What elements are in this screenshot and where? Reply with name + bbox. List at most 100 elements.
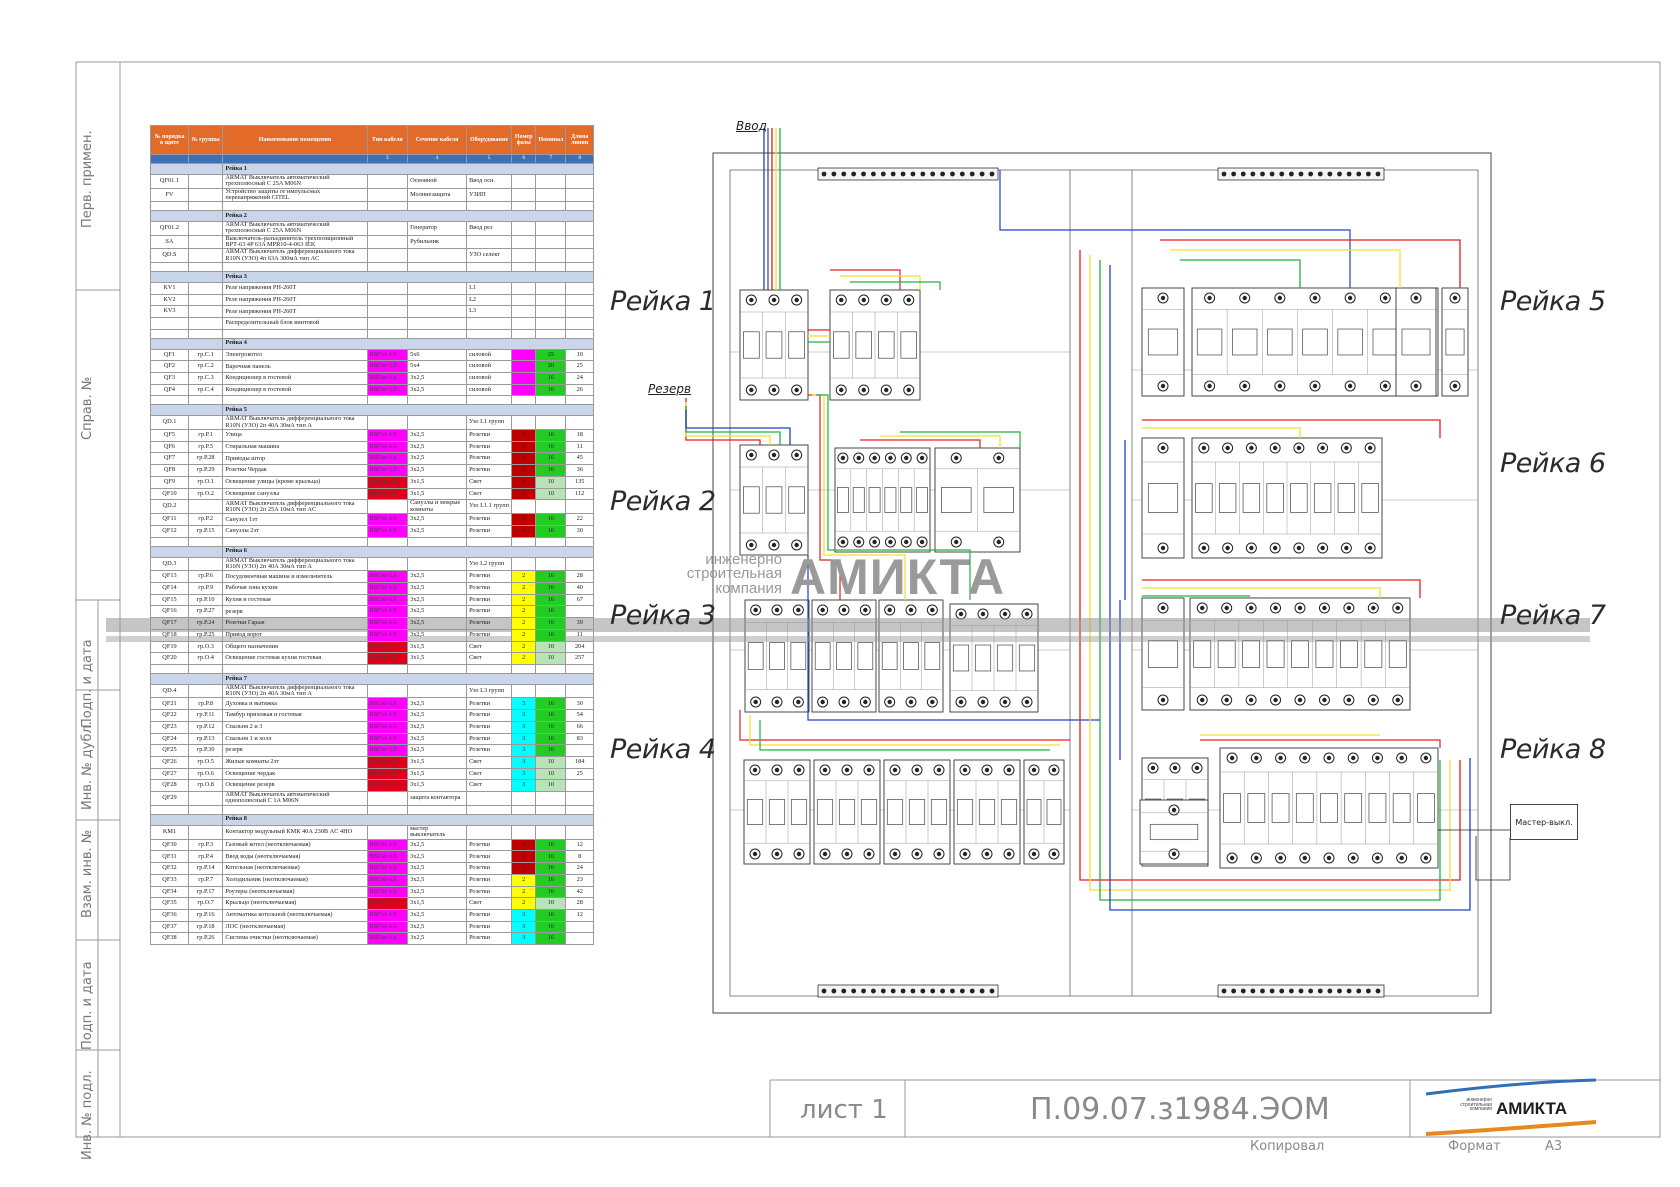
breaker-toggle (836, 642, 852, 670)
breaker-toggle (814, 642, 831, 670)
table-cell: 2 (510, 652, 537, 665)
table-cell: QF33 (150, 873, 189, 887)
table-cell: Розетки (466, 697, 512, 711)
table-cell: Освещение гостевая кухня гостевая (222, 652, 368, 665)
terminal-screw (861, 988, 866, 994)
terminal-top-center (1375, 755, 1380, 761)
terminal-top-center (1346, 605, 1352, 611)
table-cell: 1 (510, 440, 537, 454)
table-cell: Розетки (466, 617, 512, 630)
terminal-bottom-center (1229, 855, 1235, 861)
table-cell: Розетки Гараж (222, 617, 368, 630)
breaker-toggle (1302, 328, 1328, 356)
table-cell: Розетки (466, 885, 512, 899)
terminal-bottom-center (749, 387, 754, 393)
table-cell: мастер выключатель (407, 824, 468, 840)
table-cell: 112 (565, 487, 594, 501)
terminal-bottom-center (863, 699, 868, 705)
table-cell: ВВГнг-LS (366, 652, 409, 665)
breaker-toggle (884, 487, 897, 513)
table-cell: 3 (510, 932, 537, 945)
table-cell: QF13 (150, 570, 189, 584)
terminal-bottom-center (1031, 851, 1037, 857)
terminal-screw (930, 171, 936, 177)
logo-stripe-blue (1425, 1078, 1597, 1096)
breaker-toggle (1147, 483, 1179, 513)
terminal-top-center (839, 297, 844, 303)
table-cell: 16 (535, 440, 567, 454)
table-cell (565, 790, 594, 806)
table-cell: ВВГнг-LS (366, 920, 409, 934)
terminal-screw (851, 988, 857, 994)
terminal-bottom-center (1249, 545, 1254, 551)
table-cell: QF01.2 (150, 221, 189, 236)
logo-sub-2: строительная (1460, 1101, 1492, 1108)
table-cell (535, 499, 567, 515)
watermark-line-1: инженерно (705, 551, 782, 568)
terminal-top-center (1207, 295, 1212, 301)
table-cell: Свет (466, 767, 512, 781)
table-cell: 3 (510, 767, 537, 781)
table-cell: 2 (510, 605, 537, 619)
terminal-bottom-center (887, 699, 892, 705)
wire (830, 269, 901, 290)
table-cell (565, 556, 594, 572)
table-cell: Реле напряжения РН-260Т (222, 293, 368, 307)
terminal-screw (1298, 988, 1304, 994)
table-cell: 16 (535, 570, 567, 584)
terminal-bottom-center (1302, 855, 1307, 861)
table-cell: Контактор модульный КМК 40А 230В AC 4НО (222, 824, 368, 840)
terminal-screw (841, 171, 847, 177)
table-cell (510, 790, 537, 806)
terminal-screw (900, 171, 906, 177)
table-cell: QF16 (150, 605, 189, 619)
terminal-bottom-center (1423, 855, 1429, 861)
table-cell: ARMAT Выключатель дифференциального тока… (222, 248, 368, 263)
terminal-bottom-center (906, 387, 911, 393)
table-cell: гр.Р.4 (187, 850, 224, 864)
table-cell: QF27 (150, 767, 189, 781)
table-cell (407, 281, 468, 295)
table-cell: SA (150, 234, 189, 250)
table-cell: Автоматика котельной (неотключаемая) (222, 908, 368, 922)
logo-sub-1: инженерно (1466, 1097, 1492, 1103)
table-cell (407, 415, 468, 431)
table-cell: гр.Р.1 (187, 429, 224, 442)
terminal-screw (1279, 171, 1285, 177)
table-cell (565, 744, 594, 757)
table-cell: Свет (466, 897, 512, 910)
table-cell: 1 (510, 862, 537, 875)
table-cell: Ввод воды (неотключаемая) (222, 850, 368, 864)
breaker-toggle (1401, 328, 1431, 356)
table-cell: QF4 (150, 383, 189, 397)
terminal-bottom-center (962, 851, 968, 857)
table-cell: 11 (565, 628, 594, 642)
table-cell: гр.С.2 (187, 360, 224, 374)
terminal-top-center (892, 767, 898, 773)
breaker-toggle (886, 799, 904, 825)
table-cell: Розетки (466, 513, 512, 527)
terminal-top-center (1248, 605, 1254, 611)
breaker-toggle (1339, 640, 1358, 668)
table-cell: 2 (510, 873, 537, 887)
table-cell: резерв (222, 605, 368, 619)
wire (816, 394, 971, 600)
terminal-screw (890, 171, 896, 177)
table-cell: 3 (510, 744, 537, 757)
breaker-toggle (903, 642, 919, 670)
table-cell: 11 (565, 440, 594, 454)
breaker-toggle (816, 799, 834, 825)
wire (1200, 739, 1441, 748)
terminal-screw (930, 988, 936, 994)
terminal-screw (910, 988, 916, 994)
terminal-top-center (796, 607, 801, 613)
table-cell: ВВГнг-LS (366, 605, 409, 619)
table-cell: QF18 (150, 628, 189, 642)
table-cell: 3 (510, 779, 537, 792)
terminal-bottom-center (936, 851, 942, 857)
